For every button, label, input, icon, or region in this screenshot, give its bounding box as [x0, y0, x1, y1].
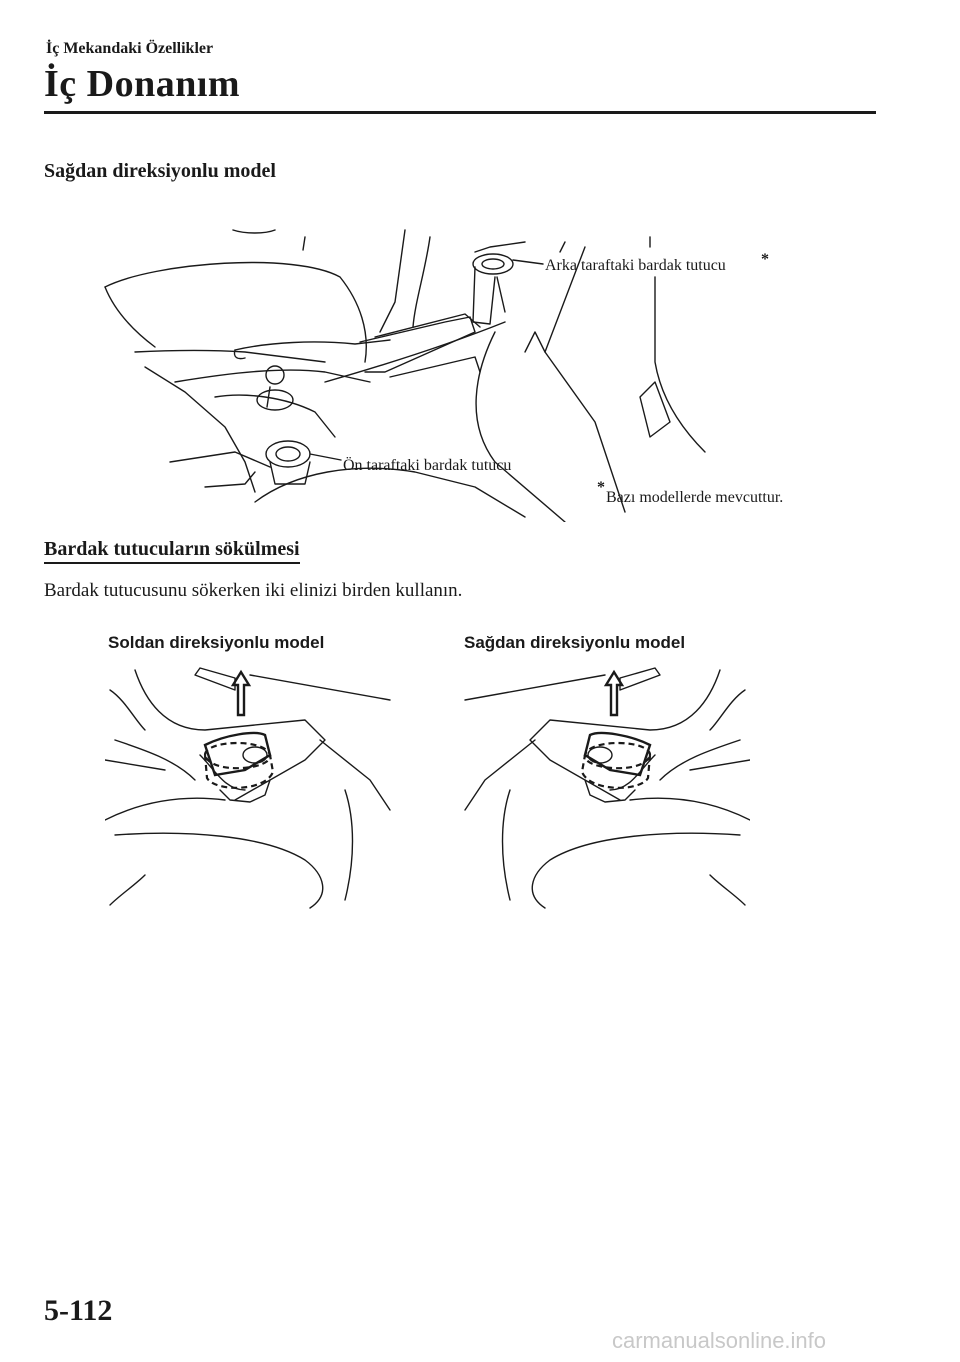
console-cup-holder-illustration: Arka taraftaki bardak tutucu * Ön taraft… — [104, 229, 783, 522]
front-cup-holder-label: Ön taraftaki bardak tutucu — [343, 456, 511, 474]
body-text: Bardak tutucusunu sökerken iki elinizi b… — [44, 580, 463, 601]
footnote-text: Bazı modellerde mevcuttur. — [606, 489, 783, 506]
caption-left-hand-drive: Soldan direksiyonlu model — [108, 633, 325, 652]
page-title: İç Donanım — [44, 63, 241, 105]
footnote-asterisk: * — [597, 479, 605, 496]
section-heading: Sağdan direksiyonlu model — [44, 160, 276, 182]
removal-line-art-left — [105, 667, 391, 909]
console-line-art — [104, 229, 706, 522]
rear-cup-holder-label: Arka taraftaki bardak tutucu — [545, 257, 726, 274]
removal-line-art-right — [464, 667, 750, 909]
caption-right-hand-drive: Sağdan direksiyonlu model — [464, 633, 686, 652]
left-hand-drive-removal-illustration — [105, 667, 391, 909]
page-number: 5-112 — [44, 1294, 113, 1327]
right-hand-drive-removal-illustration — [464, 667, 750, 909]
watermark: carmanualsonline.info — [612, 1328, 827, 1353]
breadcrumb: İç Mekandaki Özellikler — [46, 40, 214, 57]
callout-leader-lines — [309, 259, 544, 461]
title-rule — [44, 111, 876, 114]
rear-asterisk: * — [761, 251, 769, 268]
subsection-heading: Bardak tutucuların sökülmesi — [44, 538, 300, 564]
